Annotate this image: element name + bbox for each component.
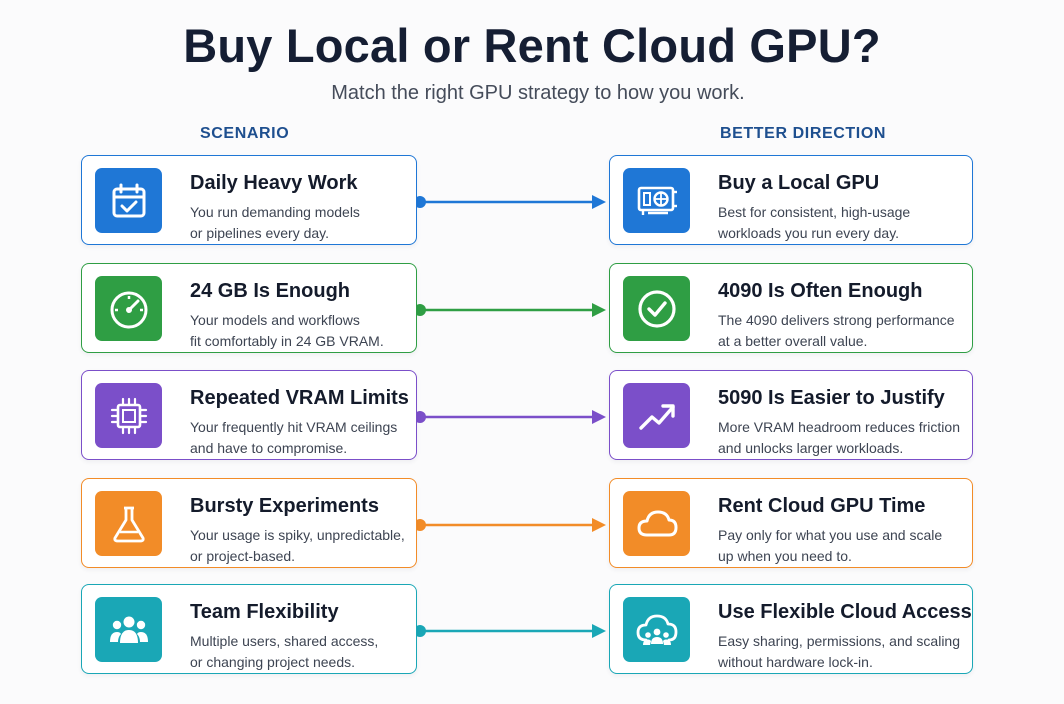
card-description-line: The 4090 delivers strong performance bbox=[718, 312, 955, 328]
card-description: Your frequently hit VRAM ceilings and hav… bbox=[190, 417, 397, 458]
card-title: Bursty Experiments bbox=[190, 495, 379, 517]
card-description-line: More VRAM headroom reduces friction bbox=[718, 419, 960, 435]
card-description: More VRAM headroom reduces friction and u… bbox=[718, 417, 960, 458]
card-description-line: Your usage is spiky, unpredictable, bbox=[190, 527, 405, 543]
card-description: The 4090 delivers strong performance at a… bbox=[718, 310, 955, 351]
card-title: Team Flexibility bbox=[190, 601, 339, 623]
card-description-line: Easy sharing, permissions, and scaling bbox=[718, 633, 961, 649]
card-title: 4090 Is Often Enough bbox=[718, 280, 923, 302]
direction-card-1: Buy a Local GPU Best for consistent, high… bbox=[609, 155, 973, 245]
card-description-line: Your models and workflows bbox=[190, 312, 360, 328]
card-title: Repeated VRAM Limits bbox=[190, 387, 409, 409]
chip-icon bbox=[95, 383, 162, 448]
card-title: Daily Heavy Work bbox=[190, 172, 358, 194]
card-description-line: or changing project needs. bbox=[190, 653, 355, 670]
card-description-line: and unlocks larger workloads. bbox=[718, 439, 904, 456]
connector-arrowhead-3 bbox=[592, 410, 606, 424]
card-description-line: or pipelines every day. bbox=[190, 224, 330, 241]
card-description-line: without hardware lock-in. bbox=[718, 653, 873, 670]
card-description: Pay only for what you use and scale up wh… bbox=[718, 525, 942, 566]
card-description-line: or project-based. bbox=[190, 547, 296, 564]
connector-arrowhead-4 bbox=[592, 518, 606, 532]
team-icon bbox=[95, 597, 162, 662]
card-title: Rent Cloud GPU Time bbox=[718, 495, 926, 517]
card-description-line: workloads you run every day. bbox=[718, 224, 900, 241]
card-description-line: You run demanding models bbox=[190, 204, 360, 220]
cloud-team-icon bbox=[623, 597, 690, 662]
card-description: Multiple users, shared access, or changin… bbox=[190, 631, 378, 672]
card-description-line: Your frequently hit VRAM ceilings bbox=[190, 419, 398, 435]
card-title: Buy a Local GPU bbox=[718, 172, 880, 194]
card-description: Easy sharing, permissions, and scaling wi… bbox=[718, 631, 960, 672]
card-description: Your models and workflows fit comfortably… bbox=[190, 310, 384, 351]
scenario-column-header: SCENARIO bbox=[200, 125, 290, 142]
page-subtitle: Match the right GPU strategy to how you … bbox=[331, 82, 745, 104]
card-title: 5090 Is Easier to Justify bbox=[718, 387, 945, 409]
card-description-line: fit comfortably in 24 GB VRAM. bbox=[190, 332, 384, 349]
card-title: 24 GB Is Enough bbox=[190, 280, 351, 302]
page-title: Buy Local or Rent Cloud GPU? bbox=[183, 19, 881, 72]
card-description-line: at a better overall value. bbox=[718, 332, 868, 349]
card-description-line: Best for consistent, high-usage bbox=[718, 204, 911, 220]
connector-arrowhead-2 bbox=[592, 303, 606, 317]
gauge-icon bbox=[95, 276, 162, 341]
card-description-line: and have to compromise. bbox=[190, 439, 348, 456]
card-description-line: Multiple users, shared access, bbox=[190, 633, 379, 649]
gpu-card-icon bbox=[623, 168, 690, 233]
card-title: Use Flexible Cloud Access bbox=[718, 601, 972, 623]
calendar-check-icon bbox=[95, 168, 162, 233]
card-description-line: up when you need to. bbox=[718, 547, 852, 564]
flask-icon bbox=[95, 491, 162, 556]
cloud-icon bbox=[623, 491, 690, 556]
card-description: Best for consistent, high-usage workloads… bbox=[718, 202, 910, 243]
trend-up-icon bbox=[623, 383, 690, 448]
card-description: You run demanding models or pipelines eve… bbox=[190, 202, 360, 243]
connector-arrowhead-5 bbox=[592, 624, 606, 638]
card-description-line: Pay only for what you use and scale bbox=[718, 527, 943, 543]
card-description: Your usage is spiky, unpredictable, or pr… bbox=[190, 525, 405, 566]
direction-column-header: BETTER DIRECTION bbox=[720, 125, 887, 142]
check-circle-icon bbox=[623, 276, 690, 341]
connector-arrowhead-1 bbox=[592, 195, 606, 209]
